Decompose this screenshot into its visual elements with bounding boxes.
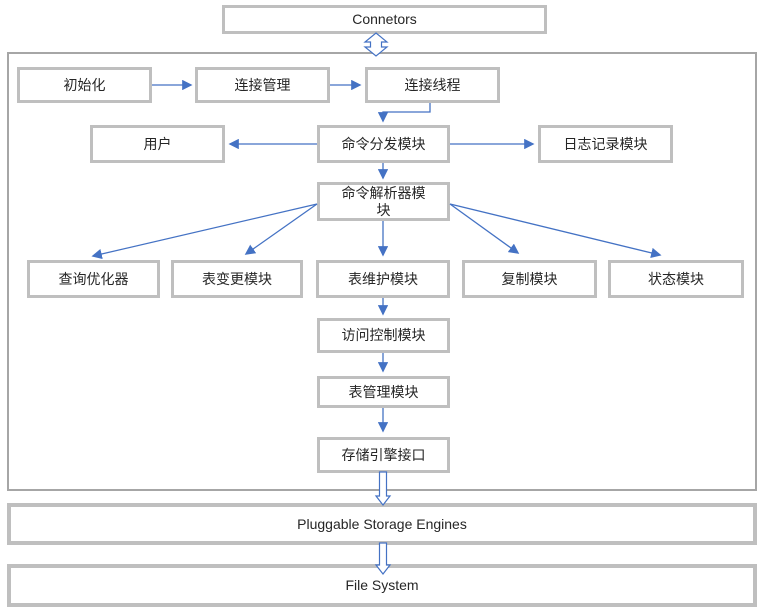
node-table-maint-label: 表维护模块 [348,270,418,287]
node-logging-label: 日志记录模块 [563,135,648,152]
node-cmd-dispatch: 命令分发模块 [317,125,450,163]
node-conn-thread: 连接线程 [365,67,500,103]
node-logging: 日志记录模块 [538,125,673,163]
node-conn-thread-label: 连接线程 [404,76,461,93]
node-access-ctrl-label: 访问控制模块 [341,327,426,343]
node-table-change-label: 表变更模块 [202,270,272,287]
node-pluggable-label: Pluggable Storage Engines [297,515,467,532]
node-init-label: 初始化 [63,76,106,93]
node-table-mgmt-label: 表管理模块 [348,383,419,400]
node-init: 初始化 [17,67,152,103]
node-conn-mgmt: 连接管理 [195,67,330,103]
node-status: 状态模块 [608,260,744,298]
node-query-opt: 查询优化器 [27,260,160,298]
node-replication: 复制模块 [462,260,597,298]
node-status-label: 状态模块 [648,270,704,287]
node-table-change: 表变更模块 [171,260,303,298]
node-connectors: Connetors [222,5,547,34]
node-connectors-label: Connetors [352,11,417,27]
node-table-maint: 表维护模块 [316,260,450,298]
node-pluggable-storage-engines: Pluggable Storage Engines [7,503,757,545]
node-cmd-dispatch-label: 命令分发模块 [341,135,426,152]
node-filesystem-label: File System [345,577,419,593]
node-cmd-parser: 命令解析器模块 [317,182,450,221]
node-access-ctrl: 访问控制模块 [317,318,450,353]
node-user: 用户 [90,125,225,163]
node-query-opt-label: 查询优化器 [58,270,129,287]
node-conn-mgmt-label: 连接管理 [234,76,291,93]
node-cmd-parser-label: 命令解析器模块 [341,184,426,218]
node-storage-iface-label: 存储引擎接口 [341,446,426,463]
node-file-system: File System [7,564,757,607]
node-user-label: 用户 [143,135,172,152]
node-storage-iface: 存储引擎接口 [317,437,450,473]
node-table-mgmt: 表管理模块 [317,376,450,408]
node-replication-label: 复制模块 [501,270,558,287]
